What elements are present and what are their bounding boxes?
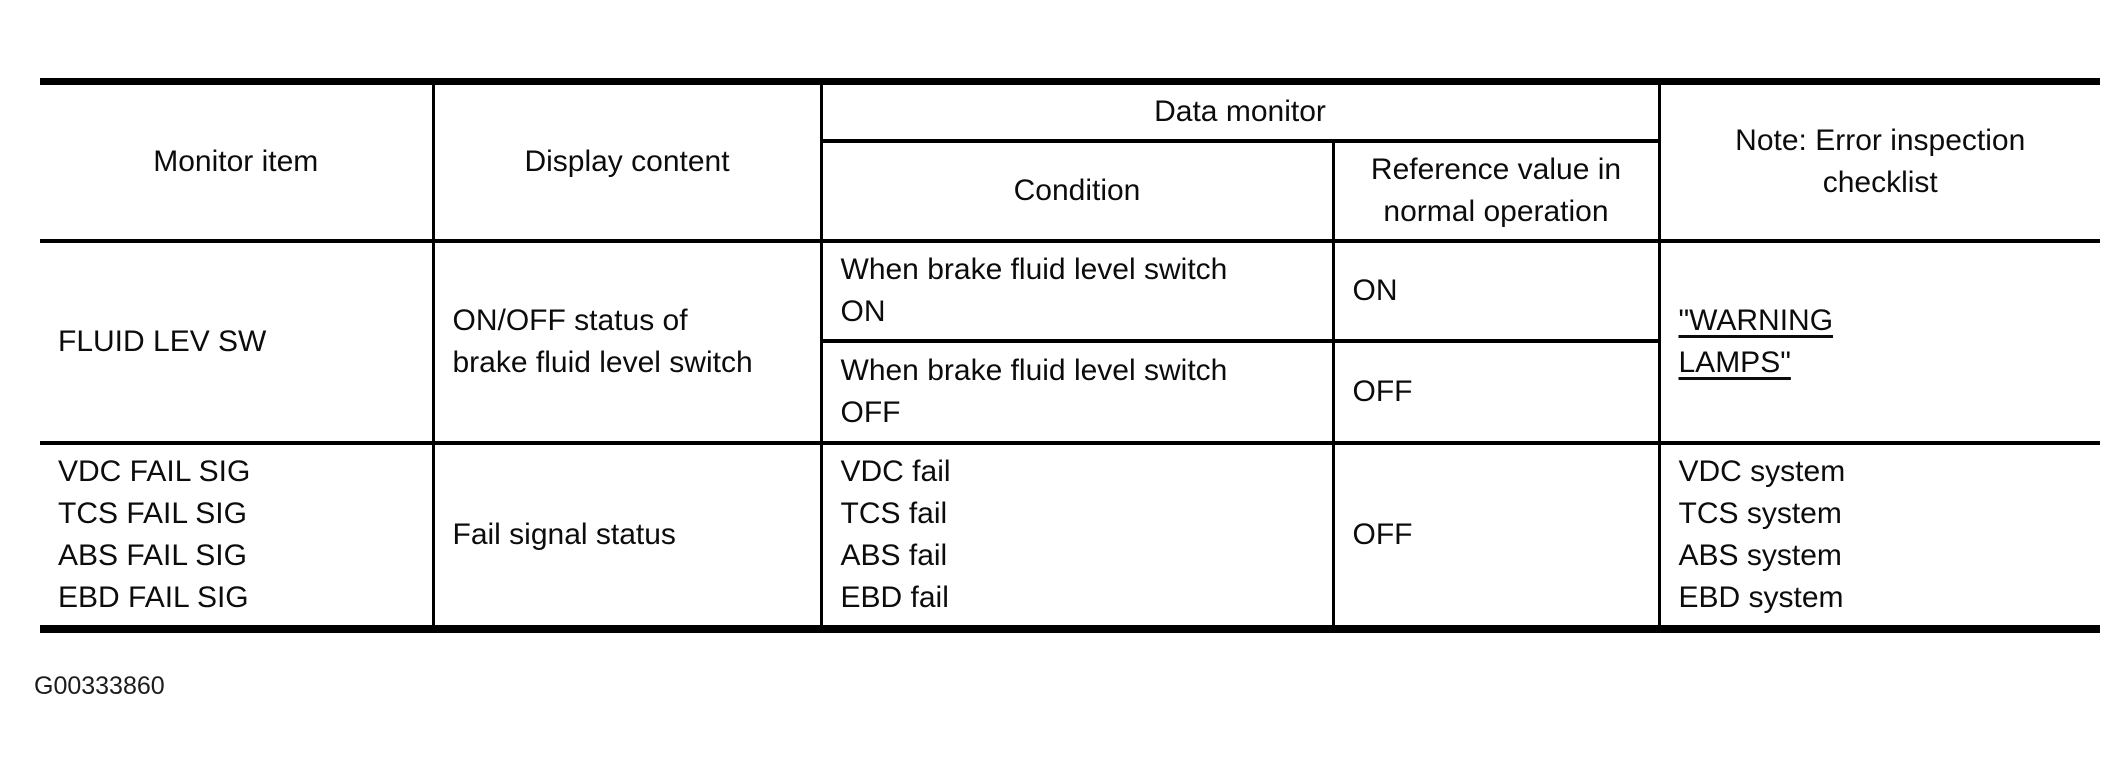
header-reference-value: Reference value in normal operation: [1331, 139, 1661, 243]
cell-display-content-fail-signal: Fail signal status: [431, 441, 823, 631]
table-row: FLUID LEV SW ON/OFF status of brake flui…: [40, 239, 2100, 445]
cell-display-content-fluid: ON/OFF status of brake fluid level switc…: [431, 239, 823, 445]
header-note-error-inspection: Note: Error inspection checklist: [1657, 79, 2100, 243]
figure-id-caption: G00333860: [34, 672, 165, 700]
cell-reference-off: OFF: [1331, 339, 1661, 445]
table-row: When brake fluid level switch OFF OFF: [40, 339, 2100, 445]
cell-condition-switch-on: When brake fluid level switch ON: [819, 239, 1335, 343]
cell-monitor-item-fail-signals: VDC FAIL SIG TCS FAIL SIG ABS FAIL SIG E…: [40, 441, 435, 631]
cell-note-warning-lamps: "WARNING LAMPS": [1657, 239, 2100, 445]
cell-condition-fail-list: VDC fail TCS fail ABS fail EBD fail: [819, 441, 1335, 631]
cell-monitor-item-fluid-lev-sw: FLUID LEV SW: [40, 239, 435, 445]
cell-note-system-list: VDC system TCS system ABS system EBD sys…: [1657, 441, 2100, 631]
data-monitor-table: Monitor item Display content Data monito…: [40, 78, 2100, 633]
header-row-top: Monitor item Display content Data monito…: [40, 79, 2100, 243]
cell-condition-switch-off: When brake fluid level switch OFF: [819, 339, 1335, 445]
cell-reference-off-fail: OFF: [1331, 441, 1661, 631]
table-row: VDC FAIL SIG TCS FAIL SIG ABS FAIL SIG E…: [40, 441, 2100, 631]
header-monitor-item: Monitor item: [40, 79, 435, 243]
header-condition: Condition: [819, 139, 1335, 243]
header-data-monitor: Data monitor: [819, 79, 1661, 143]
header-display-content: Display content: [431, 79, 823, 243]
header-row-sub: Condition Reference value in normal oper…: [40, 139, 2100, 243]
cell-reference-on: ON: [1331, 239, 1661, 343]
warning-lamps-link[interactable]: "WARNING LAMPS": [1678, 304, 1834, 379]
